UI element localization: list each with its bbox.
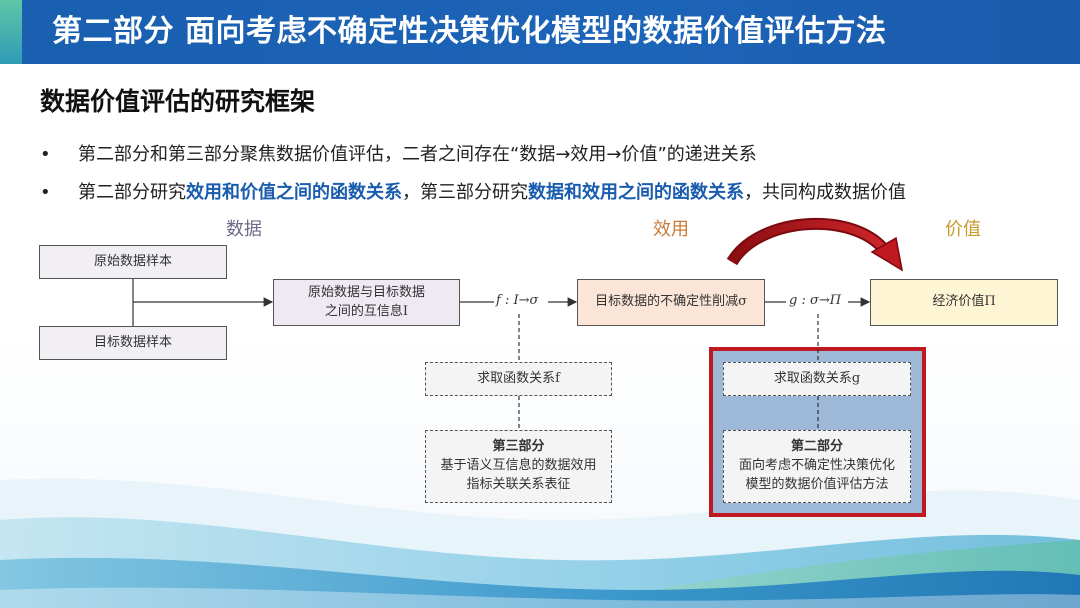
uncertainty-reduction-box: 目标数据的不确定性削减σ [577,279,765,326]
part3-line-1: 基于语义互信息的数据效用 [440,458,597,474]
bullet-2-text-c: ，共同构成数据价值 [744,182,906,203]
section-title: 数据价值评估的研究框架 [40,87,316,116]
f-mapping-label: f : I→σ [496,293,539,308]
mutual-information-box: 原始数据与目标数据 之间的互信息I [273,279,460,326]
find-function-g-box: 求取函数关系g [723,362,911,396]
part3-title: 第三部分 [492,439,545,455]
bullet-2-highlight-b: 数据和效用之间的函数关系 [528,182,744,203]
mutual-info-line-1: 原始数据与目标数据 [307,284,425,300]
part3-box: 第三部分 基于语义互信息的数据效用 指标关联关系表征 [425,430,612,503]
bullet-2-text-a: 第二部分研究 [78,182,186,203]
bullet-dot: • [40,182,51,203]
column-label-value: 价值 [945,219,981,240]
part2-line-2: 模型的数据价值评估方法 [745,476,889,492]
raw-data-sample-box: 原始数据样本 [39,245,227,279]
part2-line-1: 面向考虑不确定性决策优化 [738,458,895,474]
target-data-sample-box: 目标数据样本 [39,326,227,360]
part3-line-2: 指标关联关系表征 [466,476,571,492]
find-function-f-box: 求取函数关系f [425,362,612,396]
economic-value-box: 经济价值Π [870,279,1058,326]
bullet-1-text: 第二部分和第三部分聚焦数据价值评估，二者之间存在“数据→效用→价值”的递进关系 [78,144,757,165]
title-bar-accent [0,0,22,64]
bullet-2-text-b: ，第三部分研究 [402,182,528,203]
page-title: 第二部分 面向考虑不确定性决策优化模型的数据价值评估方法 [52,14,887,49]
bullet-2-highlight-a: 效用和价值之间的函数关系 [186,182,402,203]
column-label-utility: 效用 [653,219,689,240]
part2-box: 第二部分 面向考虑不确定性决策优化 模型的数据价值评估方法 [723,430,911,503]
bullet-2: • 第二部分研究效用和价值之间的函数关系，第三部分研究数据和效用之间的函数关系，共… [40,178,906,204]
column-label-data: 数据 [226,219,262,240]
bullet-1: • 第二部分和第三部分聚焦数据价值评估，二者之间存在“数据→效用→价值”的递进关系 [40,140,757,166]
part2-title: 第二部分 [790,439,843,455]
title-bar: 第二部分 面向考虑不确定性决策优化模型的数据价值评估方法 [0,0,1080,64]
g-mapping-label: g : σ→Π [789,293,842,308]
mutual-info-line-2: 之间的互信息I [324,303,409,319]
bullet-dot: • [40,144,51,165]
